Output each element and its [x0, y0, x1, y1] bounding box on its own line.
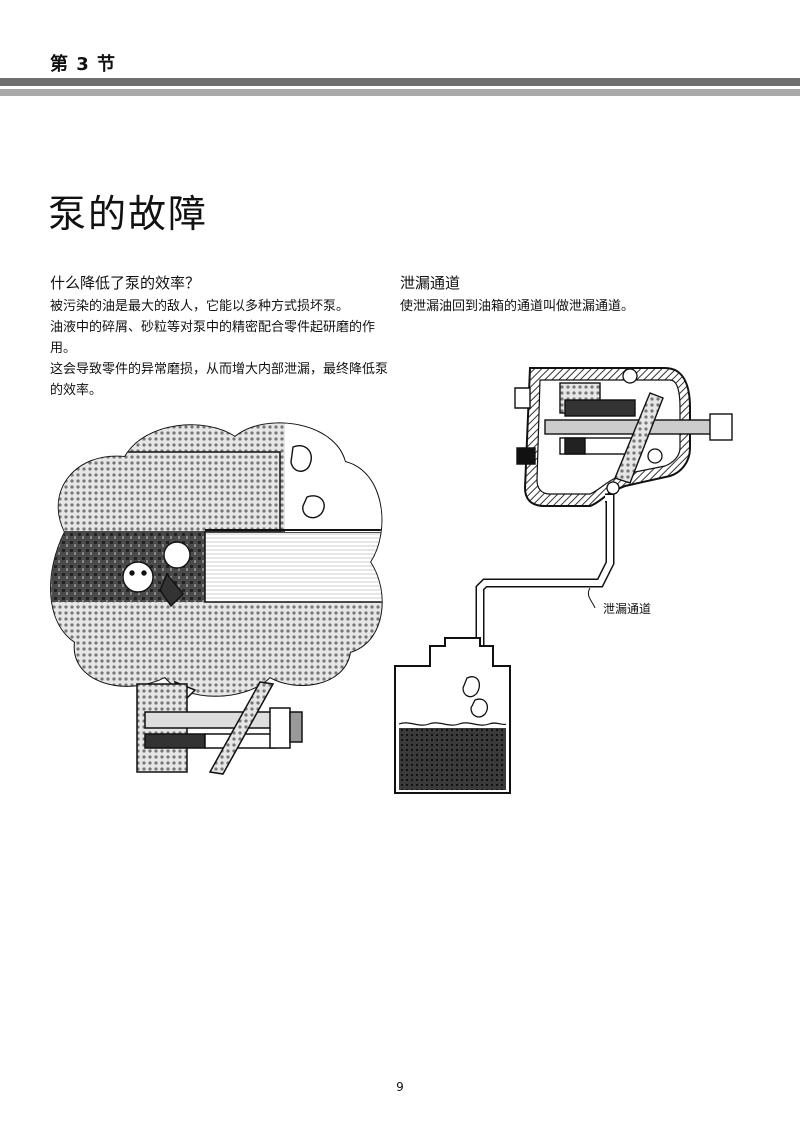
leakage-path-diagram: 泄漏通道	[394, 367, 733, 794]
section-label: 第 3 节	[50, 54, 117, 75]
leakage-path-label: 泄漏通道	[603, 602, 651, 616]
page-title: 泵的故障	[48, 192, 209, 237]
pump-drawing	[136, 681, 303, 775]
contamination-illustration	[50, 422, 383, 775]
left-paragraph: 这会导致零件的异常磨损，从而增大内部泄漏，最终降低泵的效率。	[50, 362, 389, 398]
right-paragraph: 使泄漏油回到油箱的通道叫做泄漏通道。	[400, 299, 635, 314]
left-column: 什么降低了泵的效率？ 被污染的油是最大的敌人，它能以多种方式损坏泵。 油液中的碎…	[50, 272, 390, 401]
left-paragraph: 油液中的碎屑、砂粒等对泵中的精密配合零件起研磨的作用。	[50, 320, 376, 356]
dirt-particle-characters	[462, 368, 663, 718]
header-bar-dark	[0, 78, 800, 86]
right-body: 使泄漏油回到油箱的通道叫做泄漏通道。	[400, 296, 760, 317]
left-body: 被污染的油是最大的敌人，它能以多种方式损坏泵。 油液中的碎屑、砂粒等对泵中的精密…	[50, 296, 390, 401]
left-heading: 什么降低了泵的效率？	[50, 274, 201, 292]
page-number: 9	[396, 1080, 404, 1094]
leakage-line	[475, 493, 615, 646]
right-column: 泄漏通道 使泄漏油回到油箱的通道叫做泄漏通道。	[400, 272, 760, 317]
pump-internals	[514, 382, 733, 484]
oil-tank	[394, 637, 511, 794]
left-paragraph: 被污染的油是最大的敌人，它能以多种方式损坏泵。	[50, 299, 350, 314]
dirt-particle-characters	[122, 445, 325, 608]
header-bar-light	[0, 89, 800, 96]
header-divider	[0, 78, 800, 100]
right-heading: 泄漏通道	[400, 274, 461, 292]
